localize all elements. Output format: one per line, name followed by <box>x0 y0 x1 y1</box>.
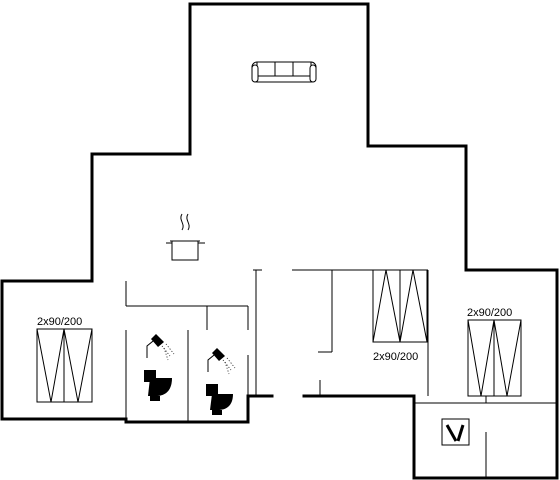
bed-middle: 2x90/200 <box>372 269 428 363</box>
sofa-icon <box>251 61 317 83</box>
shower-icon <box>207 348 236 375</box>
interior-walls <box>125 269 557 478</box>
bed-left-label: 2x90/200 <box>37 316 82 328</box>
bed-right-label: 2x90/200 <box>467 307 512 319</box>
bed-right: 2x90/200 <box>467 307 522 397</box>
washing-machine-icon <box>441 418 470 446</box>
shower-icon <box>146 334 175 361</box>
toilet-icon <box>206 384 233 415</box>
cooking-pot-icon <box>166 213 205 261</box>
bed-middle-label: 2x90/200 <box>373 351 418 363</box>
bed-left: 2x90/200 <box>36 316 93 403</box>
toilet-icon <box>144 370 172 401</box>
